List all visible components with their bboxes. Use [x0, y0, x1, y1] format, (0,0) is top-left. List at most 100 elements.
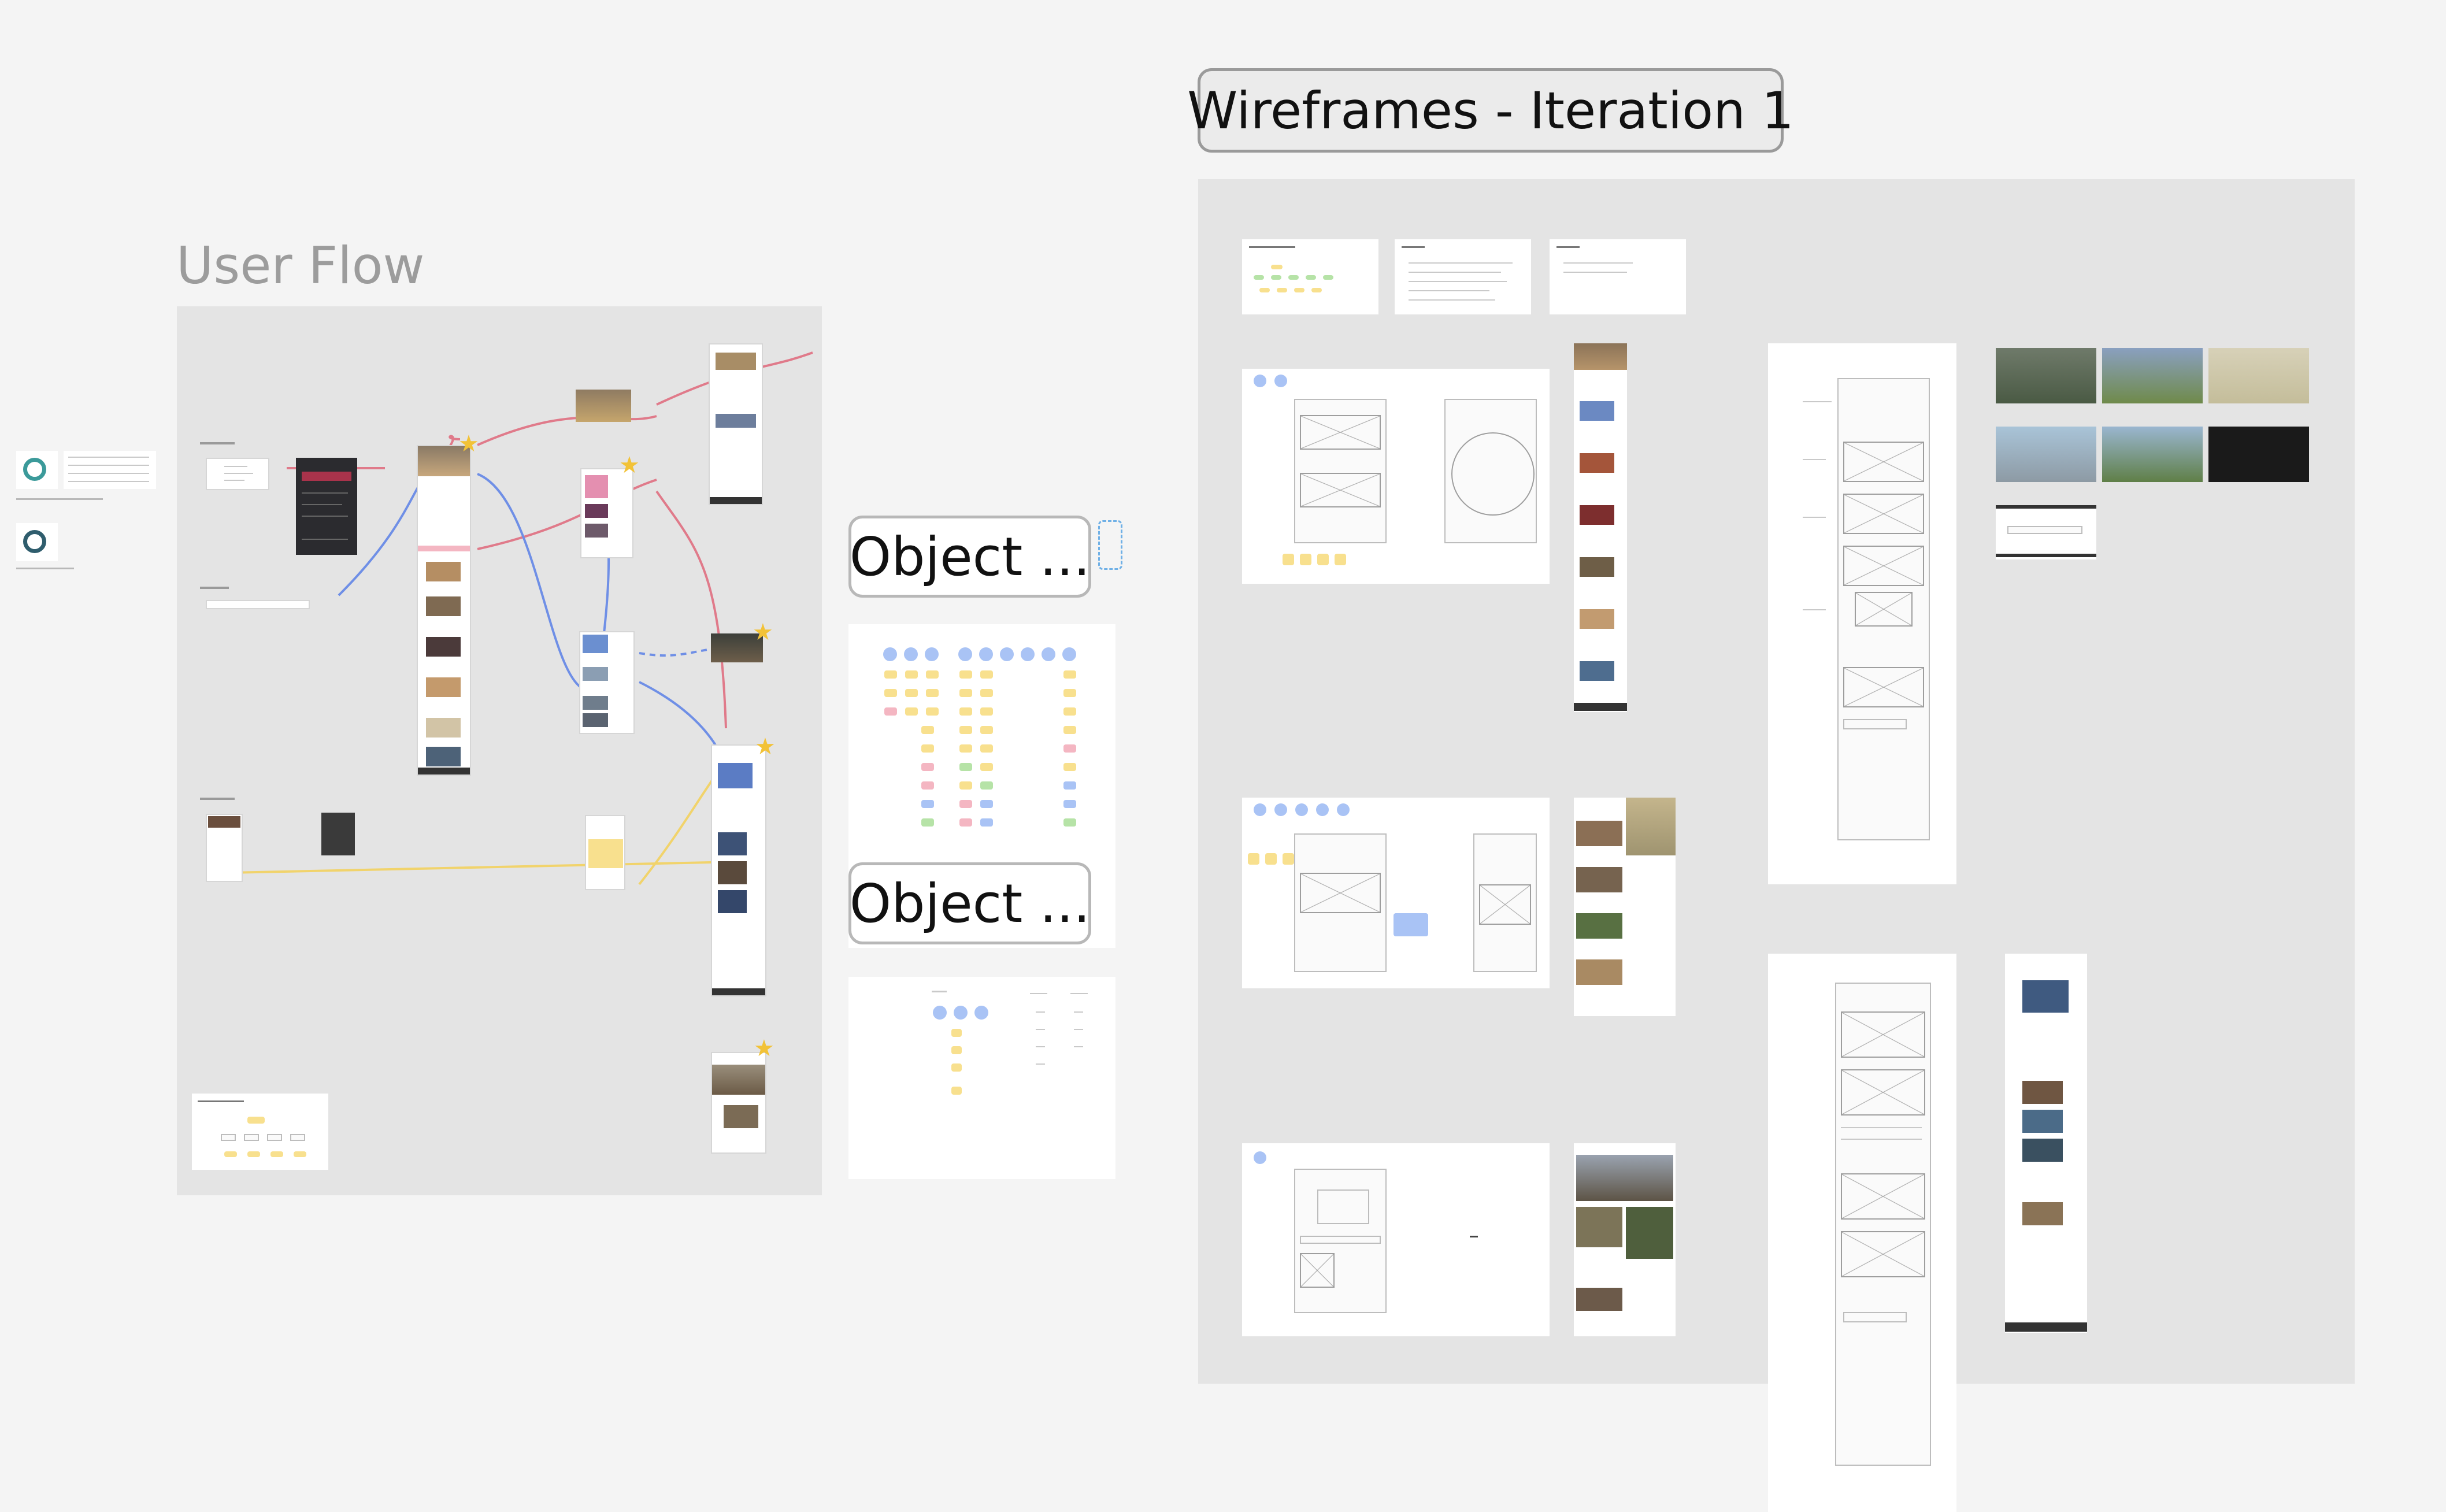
text-line [1563, 272, 1627, 273]
photo-tile[interactable] [2208, 348, 2309, 403]
wf-small-ui[interactable] [1996, 505, 2096, 559]
wf-note-2[interactable] [1395, 239, 1531, 314]
thumb [585, 504, 608, 518]
wf-photo-page-long[interactable] [2005, 954, 2087, 1333]
flow-screen-home-long[interactable] [417, 445, 471, 776]
object-label-1[interactable]: Object ... [848, 516, 1091, 598]
footer-bar [418, 768, 470, 774]
flow-screen-list-blue[interactable] [579, 631, 635, 734]
text-line [1074, 1011, 1083, 1013]
attr-tag [1323, 275, 1333, 280]
footer-bar [2005, 1322, 2087, 1332]
footer-bar [712, 988, 765, 995]
flow-screen-banner[interactable] [576, 390, 631, 422]
flow-screen-article[interactable] [206, 814, 243, 882]
attr-tag [1248, 853, 1259, 865]
flow-screen-right-bottom[interactable] [711, 1052, 766, 1154]
text-line [1841, 1139, 1922, 1140]
attr-tag [1294, 288, 1304, 292]
thumb [426, 747, 461, 766]
attr-tag [1394, 913, 1428, 936]
attr-tag [1283, 554, 1294, 565]
attr-tag [1271, 265, 1283, 269]
thumb [1626, 798, 1676, 855]
wf-photo-column-b[interactable] [1574, 798, 1676, 1016]
wf-photo-strip[interactable] [1574, 343, 1627, 712]
attr-tag [905, 707, 918, 716]
attr-tag [959, 670, 972, 679]
flow-screen-yellow[interactable] [585, 815, 625, 890]
text-line [1030, 993, 1047, 994]
wf-tall-wireframe-2[interactable] [1768, 954, 1956, 1512]
attr-tag [980, 763, 993, 771]
thumb [2022, 1202, 2063, 1225]
pink-band [418, 546, 470, 551]
object-node [1316, 803, 1329, 816]
object-node [1000, 647, 1014, 661]
photo-tile[interactable] [1996, 348, 2096, 403]
text-line [1841, 1127, 1922, 1128]
attr-tag [1306, 275, 1316, 280]
thumb [2022, 980, 2069, 1013]
user-flow-section[interactable]: ★ ★ ★ ★ ★ [177, 306, 822, 1195]
text-line [1036, 1063, 1045, 1065]
attr-tag [959, 726, 972, 734]
text-line [302, 504, 342, 505]
thumb [718, 890, 747, 913]
wf-photo-column-c[interactable] [1574, 1143, 1676, 1336]
legend-tag [224, 1151, 237, 1157]
wf-tall-wireframe[interactable] [1768, 343, 1956, 884]
wf-group-b[interactable] [1242, 798, 1550, 988]
wireframes-section[interactable] [1198, 179, 2355, 1384]
thumb [583, 696, 608, 710]
text-line [1470, 1236, 1478, 1237]
object-label-2[interactable]: Object ... [848, 862, 1091, 944]
attr-tag [951, 1029, 962, 1037]
wf-note-1[interactable] [1242, 239, 1378, 314]
wf-note-3[interactable] [1550, 239, 1686, 314]
wf-group-c[interactable] [1242, 1143, 1550, 1336]
attr-tag [921, 781, 934, 790]
user-flow-title[interactable]: User Flow [176, 236, 424, 295]
flow-screen-start[interactable] [206, 458, 269, 490]
text-line [1803, 517, 1826, 518]
flow-screen-dark-small[interactable] [321, 813, 355, 855]
wireframes-title[interactable]: Wireframes - Iteration 1 [1198, 68, 1784, 153]
attr-tag [1311, 288, 1322, 292]
thumb [1576, 821, 1622, 846]
photo-tile[interactable] [1996, 427, 2096, 482]
attr-tag [1063, 744, 1076, 753]
flow-screen-dark-app[interactable] [296, 458, 357, 555]
object-map-frame-2[interactable] [848, 977, 1115, 1179]
thumb [583, 713, 608, 727]
attr-tag [921, 800, 934, 808]
input-wire [1300, 1236, 1381, 1244]
thumb [1580, 453, 1614, 473]
attr-tag [1265, 853, 1277, 865]
flow-screen-list-pink[interactable] [580, 468, 633, 558]
thumb [718, 763, 753, 788]
flow-legend-frame[interactable] [192, 1094, 328, 1170]
photo-tile[interactable] [2208, 427, 2309, 482]
mini-frame-table[interactable] [64, 451, 156, 489]
donut-chart-icon [23, 530, 46, 553]
footer-bar [1996, 554, 2096, 557]
text-line [302, 492, 348, 494]
flow-note-line [200, 798, 235, 800]
photo-tile[interactable] [2102, 348, 2203, 403]
wf-group-a[interactable] [1242, 369, 1550, 584]
object-node [1042, 647, 1055, 661]
flow-note-line [200, 587, 229, 589]
mini-frame-chart-2[interactable] [16, 523, 58, 561]
canvas[interactable]: { "canvas": { "background": "#f4f4f4" },… [0, 0, 2446, 1463]
attr-tag [926, 670, 939, 679]
flow-screen-right-detail[interactable] [711, 744, 766, 996]
thumb [426, 718, 461, 738]
thumb [1576, 1155, 1673, 1201]
attr-tag [884, 670, 897, 679]
flow-search-bar[interactable] [206, 600, 310, 609]
photo-tile[interactable] [2102, 427, 2203, 482]
text-line [1563, 262, 1633, 264]
mini-frame-chart-1[interactable] [16, 451, 58, 489]
flow-screen-right-1[interactable] [709, 343, 763, 505]
